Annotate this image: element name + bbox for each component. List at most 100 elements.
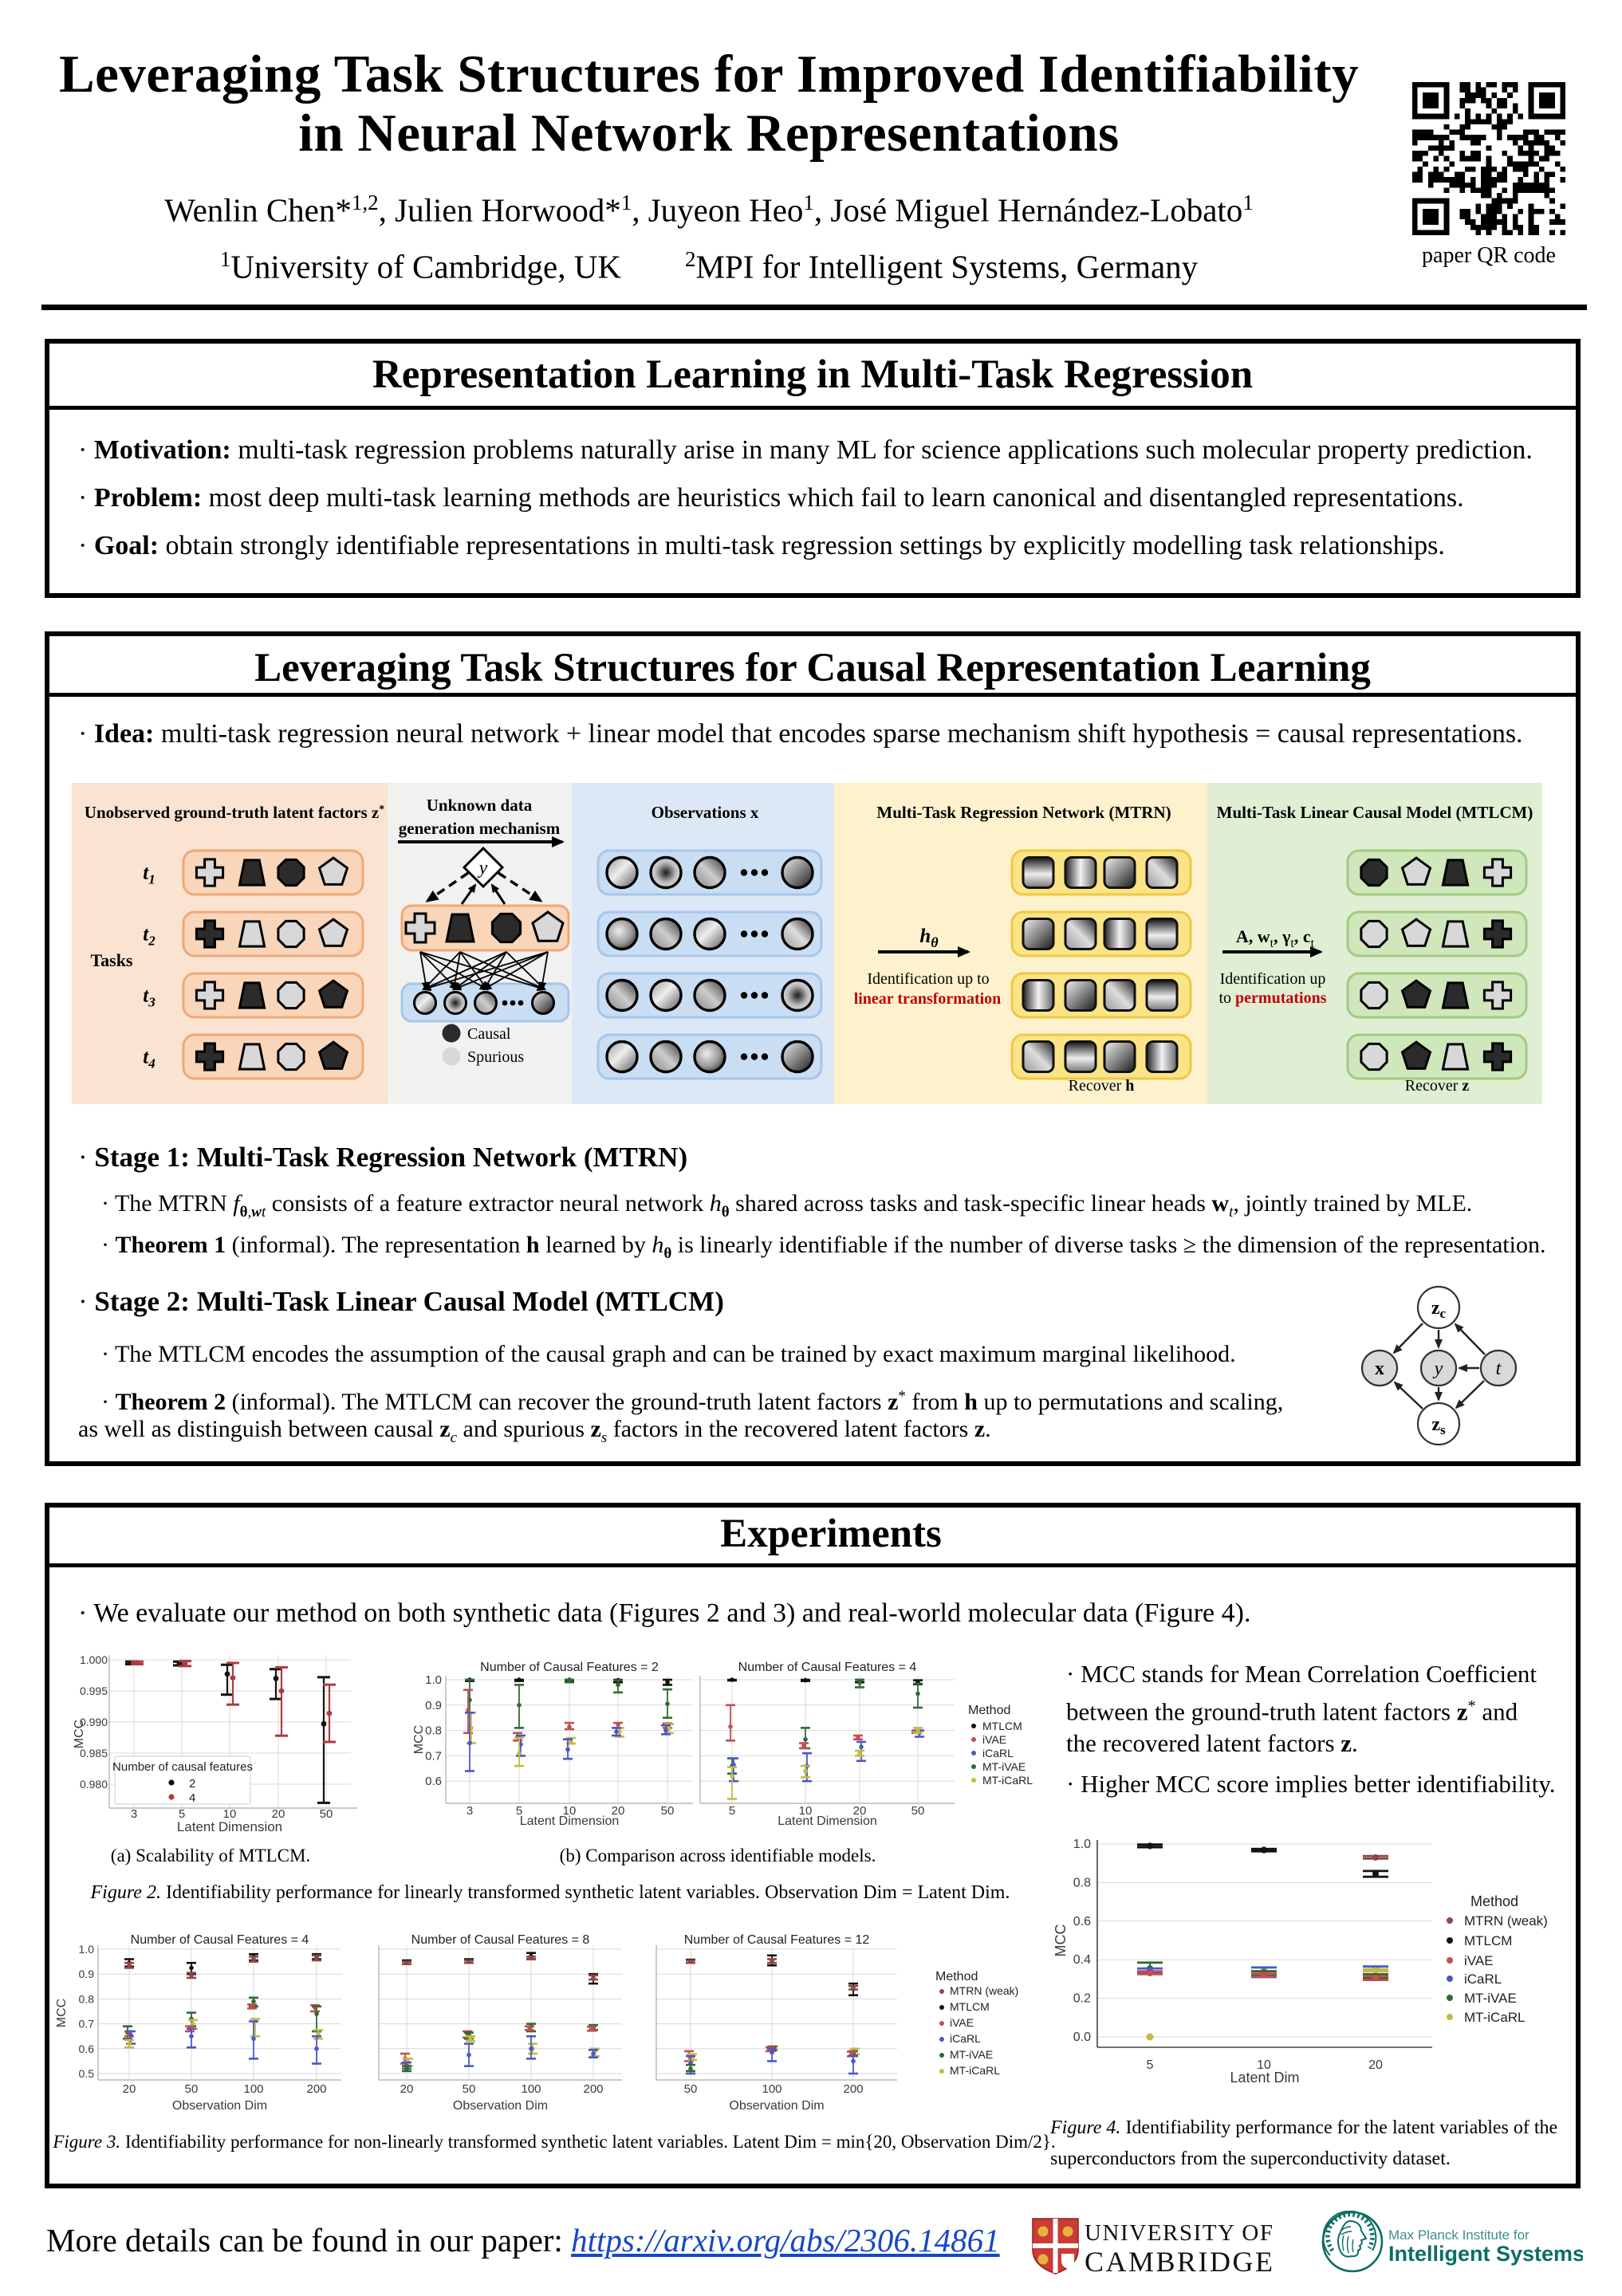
- svg-text:50: 50: [320, 1807, 333, 1821]
- svg-text:Observations x: Observations x: [652, 803, 759, 822]
- svg-text:MTLCM: MTLCM: [1464, 1933, 1512, 1948]
- svg-text:CAMBRIDGE: CAMBRIDGE: [1085, 2246, 1273, 2278]
- svg-text:0.995: 0.995: [80, 1685, 108, 1697]
- svg-text:5: 5: [179, 1807, 185, 1821]
- svg-text:1.000: 1.000: [80, 1653, 108, 1666]
- svg-text:100: 100: [521, 2082, 541, 2096]
- svg-text:Identification up to: Identification up to: [867, 970, 989, 988]
- svg-text:0.9: 0.9: [425, 1699, 442, 1712]
- svg-text:0.9: 0.9: [79, 1968, 95, 1980]
- svg-text:Latent Dimension: Latent Dimension: [520, 1814, 620, 1828]
- svg-text:0.980: 0.980: [80, 1778, 108, 1791]
- svg-text:MT-iCaRL: MT-iCaRL: [950, 2064, 1000, 2077]
- svg-text:Observation Dim: Observation Dim: [453, 2099, 548, 2113]
- svg-text:MT-iCaRL: MT-iCaRL: [1464, 2010, 1526, 2025]
- svg-text:MT-iVAE: MT-iVAE: [1464, 1991, 1517, 2006]
- svg-text:0.990: 0.990: [80, 1716, 108, 1728]
- svg-text:Observation Dim: Observation Dim: [172, 2099, 267, 2113]
- svg-text:1.0: 1.0: [79, 1943, 95, 1956]
- svg-text:0.985: 0.985: [80, 1747, 108, 1759]
- svg-text:MCC: MCC: [55, 1999, 69, 2027]
- svg-text:MTRN (weak): MTRN (weak): [950, 1984, 1018, 1997]
- svg-text:0.7: 0.7: [425, 1749, 442, 1763]
- svg-text:50: 50: [661, 1804, 675, 1818]
- svg-text:200: 200: [306, 2082, 326, 2096]
- svg-text:Number of Causal Features = 8: Number of Causal Features = 8: [411, 1933, 590, 1947]
- svg-text:Latent Dimension: Latent Dimension: [778, 1814, 877, 1828]
- svg-text:Max Planck Institute for: Max Planck Institute for: [1388, 2227, 1529, 2243]
- svg-text:10: 10: [799, 1804, 813, 1818]
- svg-text:1.0: 1.0: [1073, 1838, 1091, 1851]
- svg-text:MTRN (weak): MTRN (weak): [1464, 1913, 1548, 1928]
- svg-text:Multi-Task Regression Network: Multi-Task Regression Network (MTRN): [876, 803, 1171, 822]
- svg-text:iVAE: iVAE: [950, 2016, 974, 2029]
- svg-text:MTLCM: MTLCM: [982, 1720, 1022, 1732]
- svg-text:3: 3: [467, 1804, 473, 1818]
- svg-text:MCC: MCC: [1053, 1924, 1069, 1957]
- svg-text:Unknown data: Unknown data: [427, 796, 533, 815]
- svg-text:0.8: 0.8: [79, 1992, 95, 2005]
- svg-text:4: 4: [189, 1791, 195, 1805]
- svg-text:200: 200: [583, 2082, 603, 2096]
- svg-text:20: 20: [123, 2082, 136, 2096]
- svg-text:Recover h: Recover h: [1069, 1077, 1135, 1095]
- svg-text:Causal: Causal: [467, 1025, 511, 1043]
- svg-text:t: t: [1496, 1358, 1502, 1379]
- svg-text:y: y: [1433, 1358, 1443, 1379]
- svg-text:20: 20: [400, 2082, 414, 2096]
- svg-text:200: 200: [843, 2082, 863, 2096]
- svg-text:0.7: 0.7: [79, 2018, 95, 2031]
- svg-text:y: y: [478, 858, 488, 879]
- svg-text:Multi-Task Linear Causal Model: Multi-Task Linear Causal Model (MTLCM): [1217, 803, 1533, 822]
- svg-text:Observation Dim: Observation Dim: [729, 2099, 824, 2113]
- svg-text:Number of causal features: Number of causal features: [112, 1760, 253, 1774]
- svg-text:Recover z: Recover z: [1405, 1077, 1470, 1095]
- svg-text:Tasks: Tasks: [90, 950, 132, 970]
- svg-text:MT-iVAE: MT-iVAE: [950, 2048, 993, 2061]
- svg-text:x: x: [1375, 1358, 1384, 1379]
- svg-text:0.8: 0.8: [1073, 1876, 1091, 1889]
- svg-text:MT-iCaRL: MT-iCaRL: [982, 1774, 1033, 1787]
- svg-text:linear transformation: linear transformation: [854, 990, 1002, 1008]
- svg-text:10: 10: [223, 1807, 237, 1821]
- svg-text:Identification up: Identification up: [1220, 970, 1326, 988]
- svg-text:Number of Causal Features = 12: Number of Causal Features = 12: [684, 1933, 870, 1947]
- svg-text:50: 50: [911, 1804, 925, 1818]
- svg-text:50: 50: [185, 2082, 199, 2096]
- svg-text:MCC: MCC: [73, 1720, 86, 1748]
- svg-text:Latent Dim: Latent Dim: [1230, 2070, 1299, 2086]
- svg-text:Method: Method: [968, 1704, 1010, 1717]
- svg-text:50: 50: [684, 2082, 698, 2096]
- svg-text:20: 20: [272, 1807, 285, 1821]
- svg-text:Method: Method: [1470, 1893, 1518, 1909]
- svg-text:0.6: 0.6: [79, 2042, 95, 2055]
- svg-text:50: 50: [463, 2082, 476, 2096]
- svg-text:0.2: 0.2: [1073, 1992, 1091, 2006]
- svg-text:MCC: MCC: [412, 1725, 426, 1754]
- svg-text:Number of Causal Features = 2: Number of Causal Features = 2: [480, 1661, 659, 1674]
- svg-text:2: 2: [189, 1777, 195, 1791]
- svg-text:100: 100: [243, 2082, 263, 2096]
- svg-text:to permutations: to permutations: [1218, 989, 1326, 1007]
- svg-text:Unobserved ground-truth latent: Unobserved ground-truth latent factors z…: [85, 803, 384, 822]
- svg-text:20: 20: [1368, 2058, 1383, 2072]
- svg-text:Number of Causal Features = 4: Number of Causal Features = 4: [131, 1933, 309, 1947]
- svg-text:iCaRL: iCaRL: [1464, 1972, 1502, 1987]
- svg-text:iVAE: iVAE: [982, 1733, 1006, 1746]
- svg-text:10: 10: [563, 1804, 577, 1818]
- svg-text:0.5: 0.5: [79, 2067, 95, 2080]
- svg-text:iCaRL: iCaRL: [982, 1747, 1014, 1759]
- svg-text:20: 20: [612, 1804, 625, 1818]
- svg-text:20: 20: [853, 1804, 867, 1818]
- svg-text:MT-iVAE: MT-iVAE: [982, 1760, 1026, 1773]
- svg-text:100: 100: [762, 2082, 781, 2096]
- svg-text:Latent Dimension: Latent Dimension: [177, 1819, 282, 1834]
- svg-text:0.6: 0.6: [425, 1775, 442, 1788]
- svg-text:Number of Causal Features = 4: Number of Causal Features = 4: [738, 1661, 917, 1674]
- svg-text:5: 5: [1147, 2058, 1154, 2072]
- svg-text:0.4: 0.4: [1073, 1953, 1091, 1967]
- svg-text:iCaRL: iCaRL: [950, 2032, 981, 2045]
- svg-text:generation mechanism: generation mechanism: [399, 819, 561, 838]
- svg-text:0.6: 0.6: [1073, 1915, 1091, 1928]
- svg-text:UNIVERSITY OF: UNIVERSITY OF: [1085, 2220, 1273, 2246]
